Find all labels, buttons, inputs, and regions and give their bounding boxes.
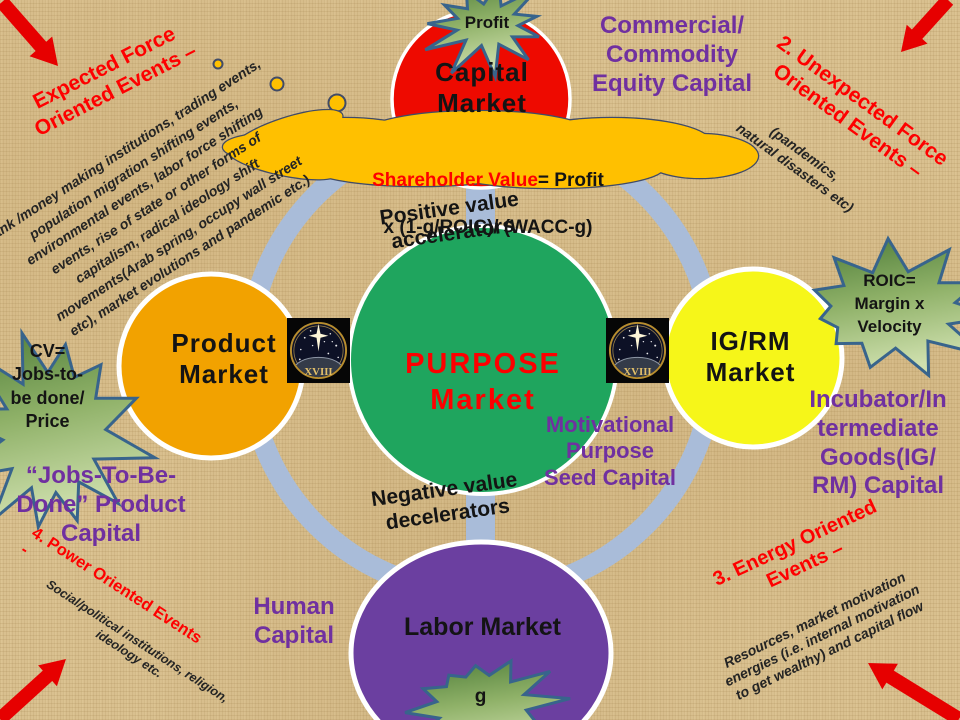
top-right-arrow-icon xyxy=(901,0,954,52)
labor-market-label: Labor Market xyxy=(404,613,561,641)
clock-xviii-badge-left-icon: XVIII xyxy=(287,318,350,383)
jobs-to-be-done-capital-label: “Jobs-To-Be- Done” Product Capital xyxy=(16,462,186,547)
clock-badge-numeral: XVIII xyxy=(623,366,651,378)
clock-xviii-badge-right-icon: XVIII xyxy=(606,318,669,383)
bottom-left-arrow-icon xyxy=(0,659,66,720)
roic-starburst xyxy=(811,235,960,379)
profit-starburst xyxy=(424,0,543,83)
top-left-arrow-icon xyxy=(0,0,58,66)
cloud-bubble-medium xyxy=(269,76,285,92)
shareholder-value-formula: Shareholder Value= Profit x (1-g/ROIC)/ … xyxy=(278,122,698,263)
bottom-right-arrow-icon xyxy=(868,663,960,720)
seed-capital-label: Motivational Purpose Seed Capital xyxy=(543,412,677,490)
human-capital-label: Human Capital xyxy=(253,593,335,649)
formula-highlight: Shareholder Value xyxy=(372,170,538,192)
formula-equals: = Profit xyxy=(537,170,604,192)
growth-starburst xyxy=(404,658,571,720)
capital-market-label: Capital Market xyxy=(435,57,529,119)
cv-starburst-label: CV= Jobs-to- be done/ Price xyxy=(10,341,85,432)
igrm-market-label: IG/RM Market xyxy=(705,326,796,388)
formula-line2: x (1-g/ROIC)/ (WACC-g) xyxy=(383,217,593,239)
clock-badge-numeral: XVIII xyxy=(304,366,332,378)
equity-capital-label: Commercial/ Commodity Equity Capital xyxy=(591,12,753,97)
growth-starburst-label: g xyxy=(474,686,487,707)
roic-starburst-label: ROIC= Margin x Velocity xyxy=(854,271,925,336)
cv-starburst xyxy=(0,327,161,532)
profit-starburst-label: Profit xyxy=(464,13,510,32)
purpose-market-label: PURPOSE Market xyxy=(405,348,561,417)
incubator-capital-label: Incubator/In termediate Goods(IG/ RM) Ca… xyxy=(809,386,947,500)
product-market-label: Product Market xyxy=(171,328,277,390)
cloud-bubble-small xyxy=(212,58,224,70)
